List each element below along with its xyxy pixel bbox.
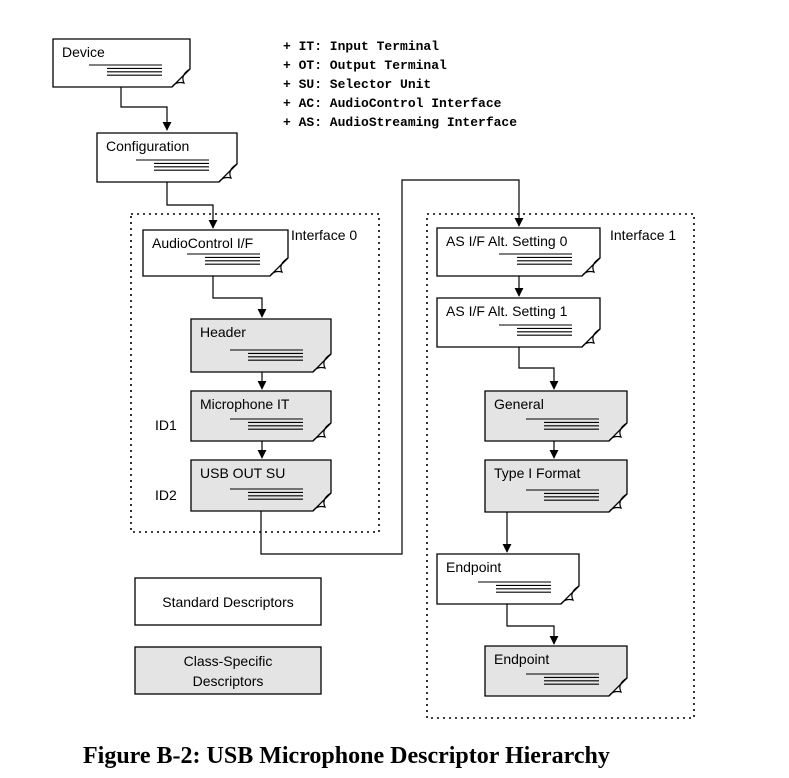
node-folded-corner — [581, 328, 601, 348]
node-label: Endpoint — [494, 651, 549, 667]
node-device: Device — [52, 38, 191, 88]
node-folded-corner — [218, 163, 238, 183]
node-general: General — [484, 390, 628, 442]
node-folded-corner — [171, 68, 191, 88]
key-standard-box — [134, 577, 322, 626]
node-label: AS I/F Alt. Setting 0 — [446, 233, 568, 249]
key: Standard Descriptors Class-Specific Desc… — [134, 577, 322, 695]
node-type1-format: Type I Format — [484, 459, 628, 513]
node-label: Endpoint — [446, 559, 501, 575]
node-endpoint-cs: Endpoint — [484, 645, 628, 697]
node-folded-corner — [608, 493, 628, 513]
interface-1-group — [426, 213, 695, 719]
node-label: Header — [200, 324, 246, 340]
legend-item-su: + SU: Selector Unit — [283, 77, 431, 92]
legend-item-as: + AS: AudioStreaming Interface — [283, 115, 517, 130]
node-label: USB OUT SU — [200, 465, 285, 481]
node-label: General — [494, 396, 544, 412]
legend-item-ot: + OT: Output Terminal — [283, 58, 447, 73]
legend-item-it: + IT: Input Terminal — [283, 39, 439, 54]
node-label: Type I Format — [494, 465, 580, 481]
node-audiocontrol-if: AudioControl I/F — [142, 229, 289, 277]
node-folded-corner — [312, 353, 332, 373]
node-folded-corner — [581, 257, 601, 277]
connector-endpoint-endpoint — [506, 604, 559, 645]
id1-label: ID1 — [155, 417, 177, 433]
interface-0-label: Interface 0 — [291, 227, 357, 243]
key-class-specific-box — [134, 646, 322, 695]
node-as-alt1: AS I/F Alt. Setting 1 — [436, 297, 601, 348]
connector-config-ac — [166, 182, 218, 229]
legend: + IT: Input Terminal + OT: Output Termin… — [283, 39, 517, 130]
node-folded-corner — [608, 422, 628, 442]
connectors — [120, 87, 559, 645]
key-class-specific-label-2: Descriptors — [193, 673, 264, 689]
node-folded-corner — [608, 677, 628, 697]
legend-item-ac: + AC: AudioControl Interface — [283, 96, 502, 111]
connector-ac-header — [212, 276, 267, 318]
figure-caption: Figure B-2: USB Microphone Descriptor Hi… — [83, 743, 610, 769]
node-folded-corner — [312, 492, 332, 512]
connector-su-asalt0 — [260, 179, 524, 555]
node-label: AS I/F Alt. Setting 1 — [446, 303, 568, 319]
node-label: AudioControl I/F — [152, 235, 253, 251]
node-label: Microphone IT — [200, 396, 290, 412]
id2-label: ID2 — [155, 487, 177, 503]
interface-1-label: Interface 1 — [610, 227, 676, 243]
connector-alt1-general — [518, 347, 559, 390]
node-usb-out-su: USB OUT SU — [190, 459, 332, 512]
key-class-specific-label-1: Class-Specific — [184, 653, 273, 669]
node-folded-corner — [269, 257, 289, 277]
node-label: Device — [62, 44, 105, 60]
connector-device-config — [120, 87, 172, 131]
node-endpoint-std: Endpoint — [436, 553, 580, 605]
node-header: Header — [190, 318, 332, 373]
node-configuration: Configuration — [96, 132, 238, 183]
node-label: Configuration — [106, 138, 189, 154]
key-standard-label: Standard Descriptors — [162, 594, 294, 610]
node-folded-corner — [312, 422, 332, 442]
node-as-alt0: AS I/F Alt. Setting 0 — [436, 227, 601, 277]
interface-0-group — [130, 213, 380, 533]
node-microphone-it: Microphone IT — [190, 390, 332, 442]
node-folded-corner — [560, 585, 580, 605]
